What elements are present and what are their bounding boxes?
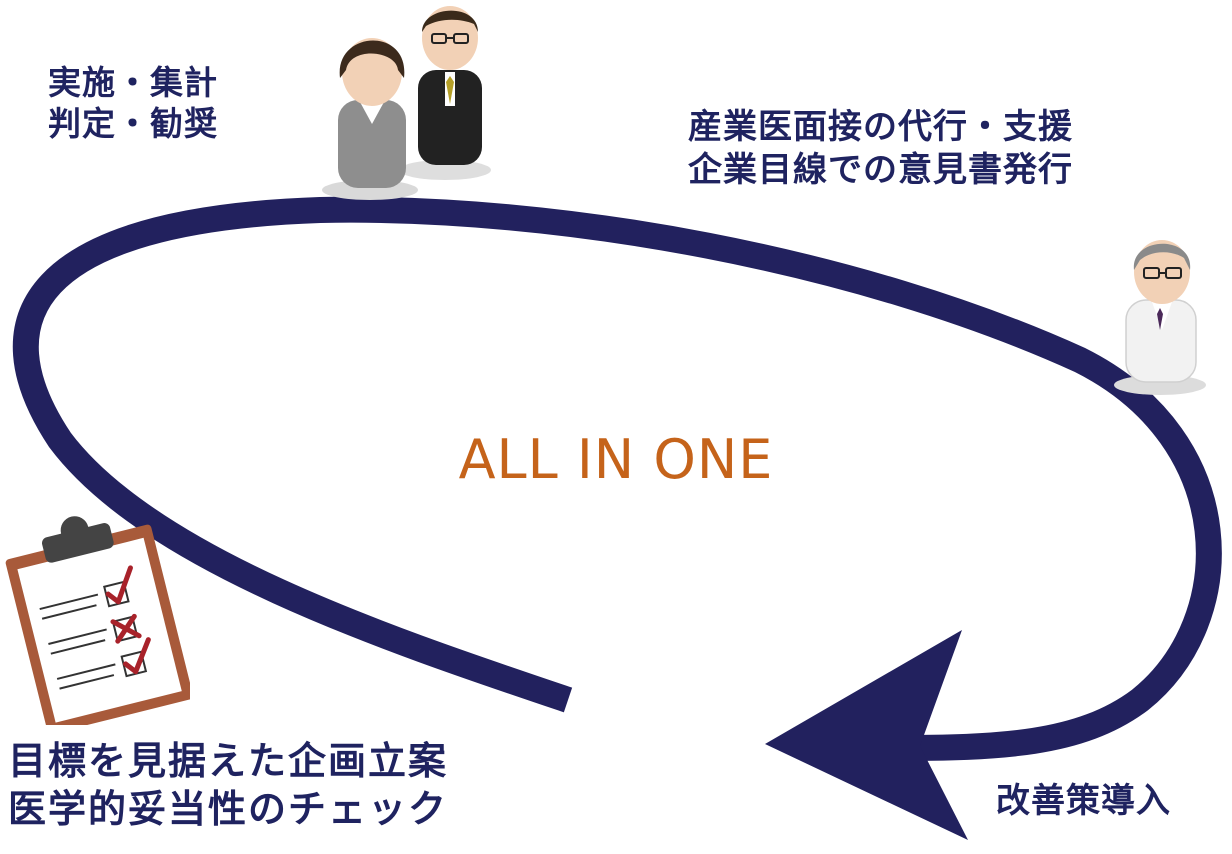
label-improvement: 改善策導入 [996,780,1171,823]
cycle-arrow-head [765,630,968,840]
label-survey-tasks: 実施・集計 判定・勧奨 [48,62,218,145]
business-people-icon [322,6,491,200]
label-line: 産業医面接の代行・支援 [688,107,1073,147]
label-line: 医学的妥当性のチェック [8,786,449,831]
center-title: ALL IN ONE [458,428,774,491]
label-line: 目標を見据えた企画立案 [8,739,449,783]
label-planning: 目標を見据えた企画立案 医学的妥当性のチェック [8,738,448,833]
cycle-arrow-body [12,196,1222,761]
doctor-icon [1114,240,1206,395]
label-line: 実施・集計 [48,63,218,102]
clipboard-checklist-icon [5,516,190,725]
label-line: 判定・勧奨 [48,104,218,144]
label-line: 改善策導入 [996,781,1171,821]
label-occupational-physician: 産業医面接の代行・支援 企業目線での意見書発行 [688,106,1073,191]
label-line: 企業目線での意見書発行 [688,149,1073,190]
